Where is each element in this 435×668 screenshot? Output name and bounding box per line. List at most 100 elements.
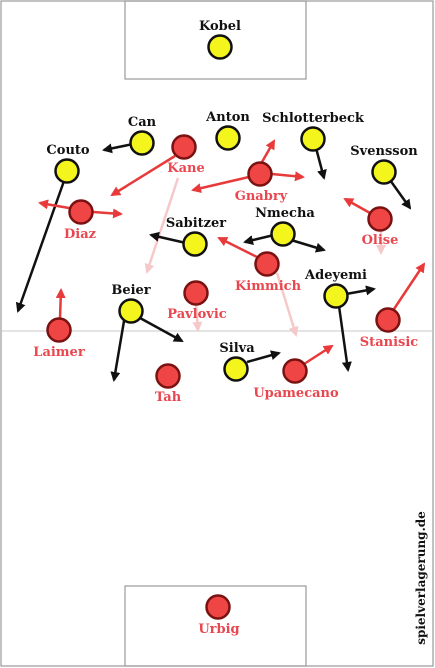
player-kobel: Kobel: [199, 19, 241, 60]
player-marker: [207, 34, 233, 60]
red-arrows: [38, 139, 426, 366]
player-urbig: Urbig: [198, 594, 240, 637]
player-marker: [282, 358, 308, 384]
red-arrow-diaz-left: [38, 199, 70, 210]
red-arrow-kimmich: [217, 236, 260, 260]
player-marker: [46, 317, 72, 343]
black-arrow-adeyemi-down: [337, 305, 352, 372]
player-pavlovic: Pavlovic: [167, 280, 227, 322]
faint-arrow-kane: [144, 177, 180, 274]
player-marker: [371, 159, 397, 185]
player-marker: [182, 231, 208, 257]
red-arrow-olise: [343, 197, 371, 215]
player-name: Schlotterbeck: [262, 111, 365, 126]
black-arrow-svensson: [388, 179, 412, 210]
player-name: Sabitzer: [166, 216, 226, 231]
player-name: Gnabry: [235, 189, 288, 204]
black-arrow-couto: [15, 180, 66, 313]
black-arrow-sabitzer: [149, 231, 187, 245]
black-arrow-nmecha-right: [290, 238, 326, 253]
player-name: Stanisic: [360, 335, 418, 350]
red-arrow-stanisic: [392, 262, 426, 310]
player-name: Olise: [362, 233, 399, 248]
player-marker: [300, 126, 326, 152]
bottom-penalty-box: [124, 585, 307, 667]
player-svensson: Svensson: [350, 144, 418, 185]
player-diaz: Diaz: [64, 199, 96, 242]
player-nmecha: Nmecha: [255, 206, 315, 247]
red-arrow-gnabry-right: [271, 171, 305, 182]
player-marker: [375, 307, 401, 333]
player-marker: [323, 283, 349, 309]
player-beier: Beier: [111, 283, 151, 324]
red-arrow-kane: [110, 154, 176, 197]
player-gnabry: Gnabry: [235, 161, 288, 204]
player-kane: Kane: [167, 134, 205, 176]
black-arrow-beier-down: [110, 320, 126, 382]
player-adeyemi: Adeyemi: [304, 268, 367, 309]
player-can: Can: [128, 115, 157, 156]
red-arrow-gnabry-left: [191, 175, 250, 194]
player-name: Svensson: [350, 144, 418, 159]
red-team: Kane Gnabry Diaz Olise Kimmich Pavlovic …: [33, 134, 418, 637]
red-arrow-gnabry-up: [260, 139, 276, 163]
player-marker: [215, 125, 241, 151]
player-name: Diaz: [64, 227, 96, 242]
top-penalty-box: [124, 0, 307, 80]
faint-arrow-pavlovic: [192, 304, 203, 332]
player-name: Adeyemi: [304, 268, 367, 283]
player-tah: Tah: [155, 363, 182, 405]
yellow-team: Kobel Can Anton Schlotterbeck Couto Sven…: [46, 19, 418, 382]
player-name: Pavlovic: [167, 307, 227, 322]
player-anton: Anton: [205, 110, 250, 151]
player-marker: [155, 363, 181, 389]
player-marker: [223, 356, 249, 382]
player-stanisic: Stanisic: [360, 307, 418, 350]
player-couto: Couto: [46, 143, 90, 184]
player-marker: [247, 161, 273, 187]
player-name: Anton: [205, 110, 250, 125]
player-marker: [118, 298, 144, 324]
player-name: Silva: [219, 341, 255, 356]
player-sabitzer: Sabitzer: [166, 216, 226, 257]
watermark: spielverlagerung.de: [414, 511, 428, 645]
red-arrow-diaz-right: [92, 208, 123, 219]
player-marker: [367, 206, 393, 232]
player-name: Couto: [46, 143, 89, 158]
black-arrow-nmecha-left: [243, 233, 275, 245]
player-marker: [68, 199, 94, 225]
player-marker: [171, 134, 197, 160]
player-marker: [129, 130, 155, 156]
black-arrow-adeyemi-right: [345, 285, 376, 296]
player-marker: [205, 594, 231, 620]
player-name: Kimmich: [235, 279, 302, 294]
player-schlotterbeck: Schlotterbeck: [262, 111, 365, 152]
player-upamecano: Upamecano: [253, 358, 339, 401]
player-kimmich: Kimmich: [235, 251, 302, 294]
player-marker: [270, 221, 296, 247]
player-olise: Olise: [362, 206, 399, 248]
faint-arrows: [144, 177, 386, 337]
player-name: Can: [128, 115, 157, 130]
player-name: Laimer: [33, 345, 85, 360]
player-marker: [54, 158, 80, 184]
red-arrow-laimer: [55, 288, 66, 319]
player-name: Beier: [111, 283, 150, 298]
player-name: Upamecano: [253, 386, 339, 401]
player-name: Kane: [167, 161, 204, 176]
faint-arrow-kimmich: [275, 272, 299, 337]
black-arrow-beier-right: [139, 316, 184, 343]
player-silva: Silva: [219, 341, 255, 382]
player-marker: [183, 280, 209, 306]
black-arrow-silva: [246, 350, 281, 364]
player-marker: [254, 251, 280, 277]
black-arrow-schlotterbeck: [314, 147, 327, 180]
player-name: Kobel: [199, 19, 241, 34]
player-name: Tah: [155, 390, 182, 405]
player-laimer: Laimer: [33, 317, 85, 360]
player-name: Nmecha: [255, 206, 315, 221]
red-arrow-upamecano: [303, 344, 334, 366]
player-name: Urbig: [198, 622, 239, 637]
